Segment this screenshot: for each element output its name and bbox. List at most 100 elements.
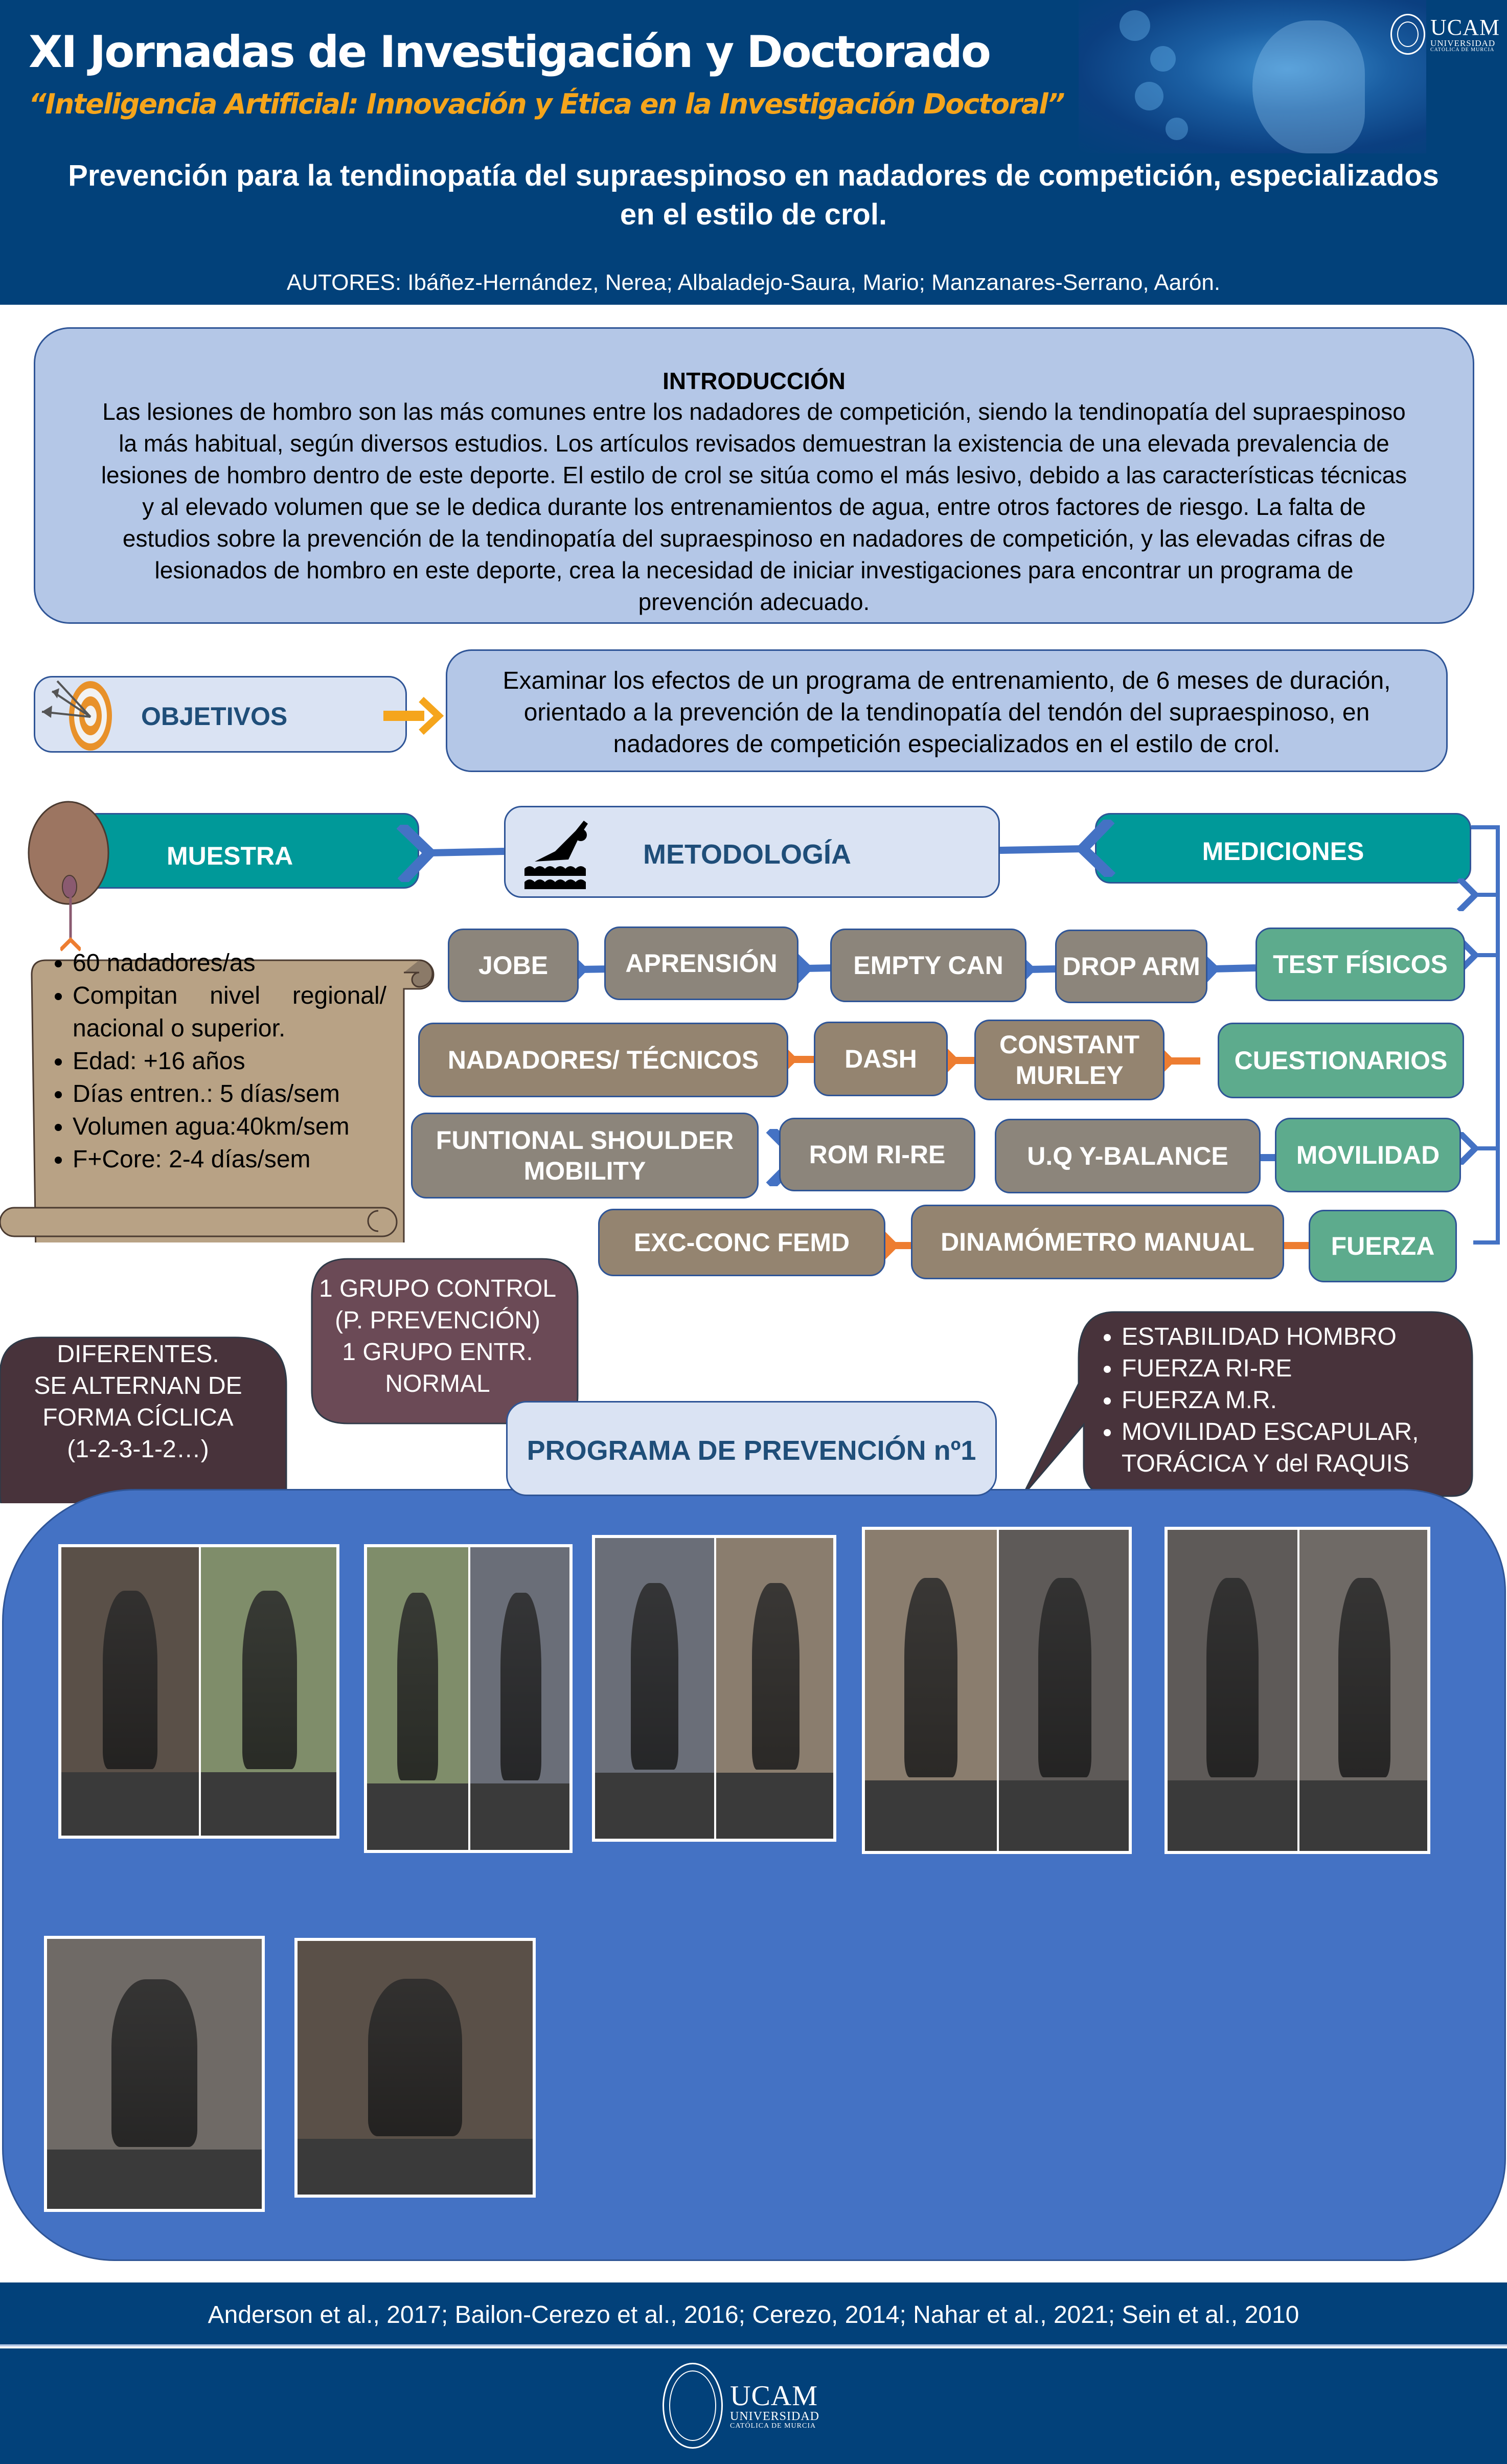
sample-label: MUESTRA xyxy=(167,842,293,870)
measurements-box xyxy=(1095,813,1471,884)
category-test-fisicos: TEST FÍSICOS xyxy=(1255,928,1465,1001)
photo-pane xyxy=(865,1530,997,1851)
sample-disc-icon xyxy=(28,801,109,905)
logo-line3: CATÓLICA DE MURCIA xyxy=(730,2422,816,2430)
poster-title: Prevención para la tendinopatía del supr… xyxy=(68,159,1439,231)
exercise-photo xyxy=(862,1527,1132,1854)
bubble-cycle-line: (1-2-3-1-2…) xyxy=(67,1436,209,1463)
objectives-text: Examinar los efectos de un programa de e… xyxy=(503,667,1391,758)
logo-name: UCAM xyxy=(1430,14,1500,40)
exercise-photo xyxy=(294,1938,536,2198)
bubble-cycle-shape xyxy=(0,1337,287,1503)
goal-item: ESTABILIDAD HOMBRO xyxy=(1122,1321,1467,1353)
exercise-photo xyxy=(592,1535,836,1842)
exercise-photo xyxy=(364,1544,573,1853)
authors: AUTORES: Ibáñez-Hernández, Nerea; Albala… xyxy=(286,270,1221,295)
introduction-title: INTRODUCCIÓN xyxy=(663,368,846,394)
sample-item: Días entren.: 5 días/sem xyxy=(73,1078,386,1111)
arrow-to-measurements xyxy=(999,849,1083,850)
ucam-seal-icon xyxy=(663,2363,723,2449)
introduction-box: INTRODUCCIÓN Las lesiones de hombro son … xyxy=(34,327,1474,624)
mob-rom-ri-re: ROM RI-RE xyxy=(779,1118,975,1191)
bubble-cycle-line: DIFERENTES. xyxy=(57,1341,219,1368)
header-ai-image xyxy=(1079,0,1426,153)
strength-exc-conc-femd: EXC-CONC FEMD xyxy=(598,1209,885,1276)
sample-item: Edad: +16 años xyxy=(73,1045,386,1078)
photo-pane xyxy=(997,1530,1129,1851)
sample-list: 60 nadadores/as Compitan nivel regional/… xyxy=(49,947,386,1176)
quest-dash: DASH xyxy=(814,1022,948,1096)
exercise-photo xyxy=(58,1544,339,1839)
measurements-label: MEDICIONES xyxy=(1202,837,1364,866)
photo-pane xyxy=(367,1547,468,1850)
ucam-logo-bottom: UCAM UNIVERSIDAD CATÓLICA DE MURCIA xyxy=(663,2362,847,2449)
goal-item: FUERZA M.R. xyxy=(1122,1385,1467,1416)
test-aprension: APRENSIÓN xyxy=(604,926,798,1000)
photo-pane xyxy=(595,1538,714,1839)
introduction-body: Las lesiones de hombro son las más comun… xyxy=(101,398,1407,615)
photo-pane xyxy=(1297,1530,1427,1851)
bubble-groups: 1 GRUPO CONTROL (P. PREVENCIÓN) 1 GRUPO … xyxy=(305,1273,570,1400)
methodology-box xyxy=(504,806,1000,898)
logo-line2: UNIVERSIDAD xyxy=(1430,38,1496,48)
references-bar xyxy=(0,2282,1507,2346)
bubble-goals: ESTABILIDAD HOMBRO FUERZA RI-RE FUERZA M… xyxy=(1099,1321,1467,1480)
sample-scroll xyxy=(0,959,435,1242)
category-cuestionarios: CUESTIONARIOS xyxy=(1218,1023,1464,1098)
footer xyxy=(0,2348,1507,2464)
bubble-cycle-line: SE ALTERNAN DE xyxy=(34,1372,242,1399)
bubble-cycle-line: FORMA CÍCLICA xyxy=(42,1404,234,1431)
photo-pane xyxy=(61,1547,199,1836)
arrow-to-sample xyxy=(429,851,505,853)
logo-name: UCAM xyxy=(730,2380,818,2412)
test-empty-can: EMPTY CAN xyxy=(830,929,1026,1002)
bubble-groups-line: (P. PREVENCIÓN) xyxy=(335,1307,540,1334)
objectives-label: OBJETIVOS xyxy=(141,702,288,731)
objectives-text-box: Examinar los efectos de un programa de e… xyxy=(446,649,1448,772)
bubble-groups-line: NORMAL xyxy=(385,1370,490,1397)
program-label: PROGRAMA DE PREVENCIÓN nº1 xyxy=(527,1435,976,1466)
sample-box xyxy=(82,813,419,889)
sample-item: Volumen agua:40km/sem xyxy=(73,1111,386,1143)
ucam-logo-top: UCAM UNIVERSIDAD CATÓLICA DE MURCIA xyxy=(1390,11,1503,57)
sample-item: Compitan nivel regional/ nacional o supe… xyxy=(73,980,386,1045)
photo-pane xyxy=(468,1547,569,1850)
bubble-groups-line: 1 GRUPO CONTROL xyxy=(318,1275,557,1302)
target-icon xyxy=(41,680,112,751)
photo-pane xyxy=(298,1941,533,2195)
photo-pane xyxy=(47,1939,262,2209)
sample-item: 60 nadadores/as xyxy=(73,947,386,980)
test-jobe: JOBE xyxy=(448,929,579,1002)
photo-pane xyxy=(1168,1530,1297,1851)
exercise-photo xyxy=(44,1936,265,2212)
ucam-seal-icon xyxy=(1390,14,1425,55)
bubble-cycle: 3 PROGRAMAS DIFERENTES. SE ALTERNAN DE F… xyxy=(10,1307,266,1465)
mob-uq-y-balance: U.Q Y-BALANCE xyxy=(995,1119,1261,1193)
logo-line3: CATÓLICA DE MURCIA xyxy=(1430,47,1495,53)
measurements-bus xyxy=(1471,825,1500,1245)
goal-item: FUERZA RI-RE xyxy=(1122,1353,1467,1385)
category-movilidad: MOVILIDAD xyxy=(1275,1118,1461,1192)
quest-constant-murley: CONSTANT MURLEY xyxy=(974,1020,1164,1100)
speech-bubbles-shapes xyxy=(0,1258,1473,1503)
exercise-photo xyxy=(1164,1527,1430,1854)
logo-line2: UNIVERSIDAD xyxy=(730,2410,819,2423)
goal-item: MOVILIDAD ESCAPULAR, TORÁCICA Y del RAQU… xyxy=(1122,1416,1467,1480)
bubble-groups-line: 1 GRUPO ENTR. xyxy=(342,1339,533,1366)
photo-pane xyxy=(199,1547,336,1836)
swimmer-icon xyxy=(524,821,588,889)
bubble-cycle-line: 3 PROGRAMAS xyxy=(48,1309,229,1336)
arrow-right-icon xyxy=(383,696,444,735)
category-fuerza: FUERZA xyxy=(1309,1210,1457,1282)
sample-item: F+Core: 2-4 días/sem xyxy=(73,1143,386,1176)
quest-nadadores-tecnicos: NADADORES/ TÉCNICOS xyxy=(418,1023,788,1097)
program-box xyxy=(506,1401,997,1496)
test-drop-arm: DROP ARM xyxy=(1055,930,1207,1003)
methodology-label: METODOLOGÍA xyxy=(643,839,852,870)
photo-pane xyxy=(714,1538,833,1839)
strength-dinamometro-manual: DINAMÓMETRO MANUAL xyxy=(911,1205,1284,1279)
references: Anderson et al., 2017; Bailon-Cerezo et … xyxy=(208,2301,1299,2329)
conference-subtitle: “Inteligencia Artificial: Innovación y É… xyxy=(29,88,1065,120)
mob-functional-shoulder-mobility: FUNTIONAL SHOULDER MOBILITY xyxy=(411,1113,759,1199)
conference-title: XI Jornadas de Investigación y Doctorado xyxy=(29,27,991,78)
